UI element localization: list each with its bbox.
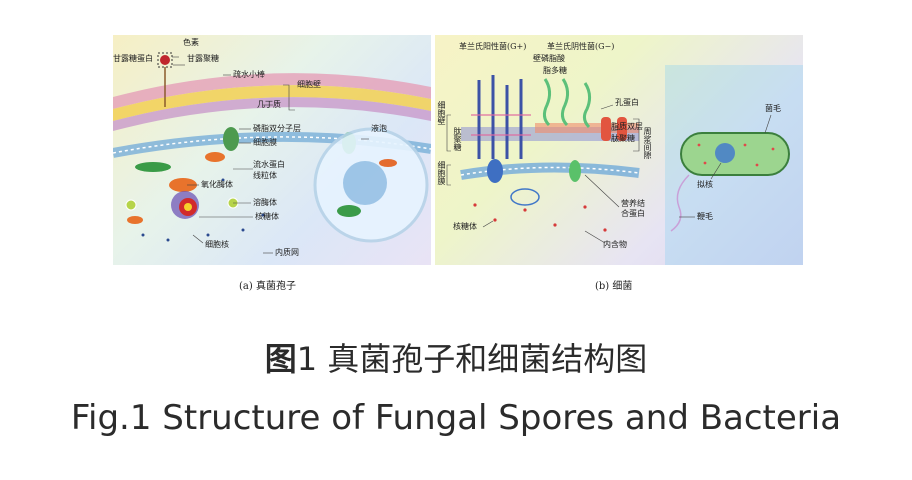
figure: 色素 甘露糖蛋白 甘露聚糖 疏水小棒 几丁质 细胞壁 磷脂双分子层 细胞膜 液泡… — [113, 35, 803, 292]
label-nucleus: 细胞核 — [205, 240, 229, 249]
subcaption-a: (a) 真菌孢子 — [239, 281, 296, 292]
label-cell-membrane: 细胞膜 — [253, 138, 277, 147]
figure-caption-chinese: 图1 真菌孢子和细菌结构图 — [0, 334, 912, 380]
bacteria-panel: 革兰氏阳性菌(G+) 革兰氏阴性菌(G−) 壁磷脂酸 脂多糖 孔蛋白 脂质双层 … — [435, 35, 803, 265]
label-mannoprotein: 甘露糖蛋白 — [113, 54, 153, 63]
figure-caption-english: Fig.1 Structure of Fungal Spores and Bac… — [70, 398, 842, 438]
subcaption-b: (b) 细菌 — [595, 281, 633, 292]
label-ribosome: 核糖体 — [255, 212, 279, 221]
label-nutrient-protein: 营养结合蛋白 — [621, 199, 645, 218]
label-porin: 孔蛋白 — [615, 98, 639, 107]
label-periplasm: 周浆间隙 — [643, 127, 652, 159]
label-lipid-bilayer: 磷脂双分子层 — [253, 124, 301, 133]
label-vacuole: 液泡 — [371, 124, 387, 133]
bacteria-illustration — [446, 65, 803, 265]
label-chitin: 几丁质 — [257, 100, 281, 109]
label-cell-membrane-b: 细胞膜 — [437, 161, 446, 185]
label-pili: 菌毛 — [765, 104, 781, 113]
label-mitochondria: 线粒体 — [253, 171, 277, 180]
label-flagellum: 鞭毛 — [697, 212, 713, 221]
label-gram-negative: 革兰氏阴性菌(G−) — [547, 42, 615, 51]
label-peroxisome: 氧化酶体 — [201, 180, 233, 189]
label-peptidoglycan-right: 肽聚糖 — [611, 134, 635, 143]
label-ribosome-b: 核糖体 — [453, 222, 477, 231]
label-pigment: 色素 — [183, 38, 199, 47]
label-inclusion: 内含物 — [603, 240, 627, 249]
label-hydrophobin: 疏水小棒 — [233, 70, 265, 79]
caption-cn-text: 1 真菌孢子和细菌结构图 — [296, 340, 648, 378]
label-lipid-bilayer-b: 脂质双层 — [611, 122, 643, 131]
label-lps: 脂多糖 — [543, 66, 567, 75]
fungal-spore-illustration — [113, 52, 431, 254]
label-cell-wall: 细胞壁 — [297, 80, 321, 89]
label-cell-wall-b: 细胞壁 — [437, 101, 446, 125]
label-nucleoid: 拟核 — [697, 180, 713, 189]
label-peptidoglycan-left: 肽聚糖 — [453, 127, 462, 151]
label-lysosome: 溶酶体 — [253, 198, 277, 207]
label-aquaporin: 流水蛋白 — [253, 160, 285, 169]
label-mannan: 甘露聚糖 — [187, 54, 219, 63]
caption-cn-prefix: 图 — [264, 340, 297, 378]
fungal-spore-panel: 色素 甘露糖蛋白 甘露聚糖 疏水小棒 几丁质 细胞壁 磷脂双分子层 细胞膜 液泡… — [113, 35, 431, 265]
label-gram-positive: 革兰氏阳性菌(G+) — [459, 42, 527, 51]
label-teichoic: 壁磷脂酸 — [533, 54, 565, 63]
label-er: 内质网 — [275, 248, 299, 257]
